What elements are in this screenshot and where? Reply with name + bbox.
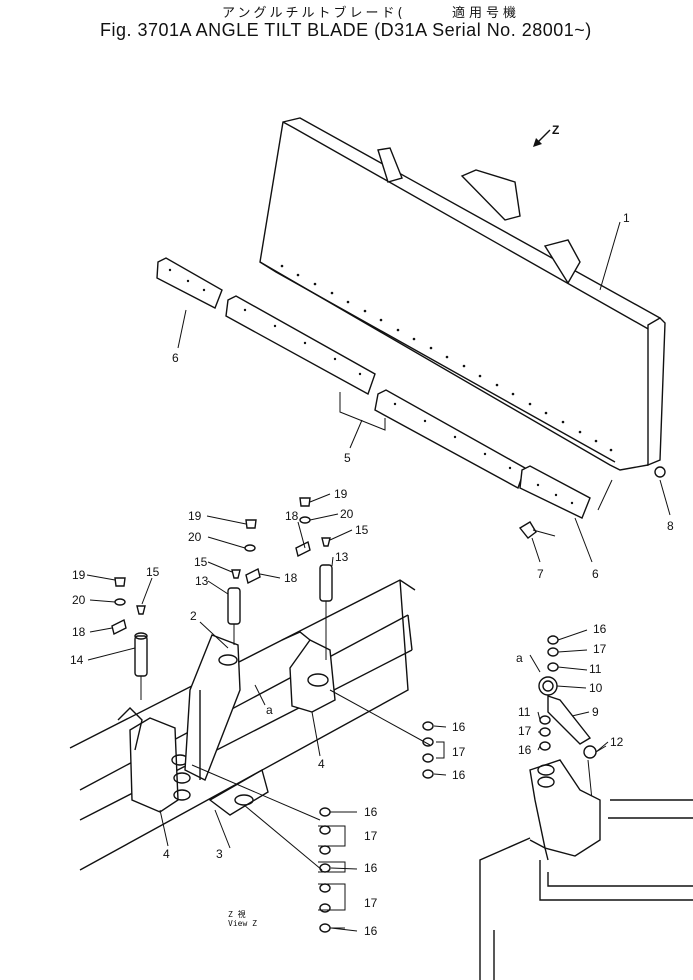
callout-18: 18 [285,509,299,523]
callout-15: 15 [194,555,208,569]
callout-20: 20 [188,530,202,544]
callout-8: 8 [667,519,674,533]
callout-17: 17 [364,829,378,843]
frame-assembly [69,579,416,871]
callout-13: 13 [335,550,349,564]
view-direction-label: Z [552,123,559,137]
callout-3: 3 [216,847,223,861]
callout-13: 13 [195,574,209,588]
blade-assembly [259,117,666,471]
callout-19: 19 [72,568,86,582]
callout-10: 10 [589,681,603,695]
callout-15: 15 [355,523,369,537]
callout-16: 16 [452,768,466,782]
callout-16: 16 [364,805,378,819]
callout-17: 17 [593,642,607,656]
cutting-edges [225,295,526,490]
callout-leaders [86,493,609,932]
callout-labels: 1 2 3 4 4 5 6 6 7 8 9 10 11 11 12 13 13 … [70,211,674,938]
callout-2: 2 [190,609,197,623]
callout-11: 11 [589,662,602,676]
title-japanese: アングルチルトブレード( [222,6,406,21]
figure-title: Fig. 3701A ANGLE TILT BLADE (D31A Serial… [100,20,592,40]
callout-4: 4 [318,757,325,771]
end-bits [156,257,613,563]
callout-12: 12 [610,735,624,749]
callout-16: 16 [364,861,378,875]
washer-stacks [318,721,445,933]
callout-16: 16 [452,720,466,734]
callout-16: 16 [593,622,607,636]
callout-a: a [516,651,523,665]
view-z-caption-jp: Z 視 [228,910,246,919]
callout-19: 19 [188,509,202,523]
pins-and-hardware [111,497,431,871]
view-z-caption-en: View Z [228,919,257,928]
callout-15: 15 [146,565,160,579]
callout-7: 7 [537,567,544,581]
view-z-caption: Z 視 View Z [228,910,257,928]
callout-11: 11 [518,705,531,719]
callout-17: 17 [364,896,378,910]
bolt-and-nut [518,221,671,563]
callout-16: 16 [518,743,532,757]
callout-18: 18 [72,625,86,639]
callout-18: 18 [284,571,298,585]
callout-4: 4 [163,847,170,861]
callout-6: 6 [172,351,179,365]
callout-17: 17 [452,745,466,759]
title-japanese-applicable-models: 適用号機 [452,6,521,21]
callout-5: 5 [344,451,351,465]
callout-1: 1 [623,211,630,225]
callout-16: 16 [364,924,378,938]
callout-a: a [266,703,273,717]
callout-20: 20 [72,593,86,607]
callout-14: 14 [70,653,84,667]
callout-17: 17 [518,724,532,738]
callout-19: 19 [334,487,348,501]
tilt-brace-assembly [479,635,693,980]
blade-bolt-holes [280,264,613,452]
callout-6: 6 [592,567,599,581]
callout-20: 20 [340,507,354,521]
view-direction-arrow: Z [533,123,559,147]
callout-9: 9 [592,705,599,719]
